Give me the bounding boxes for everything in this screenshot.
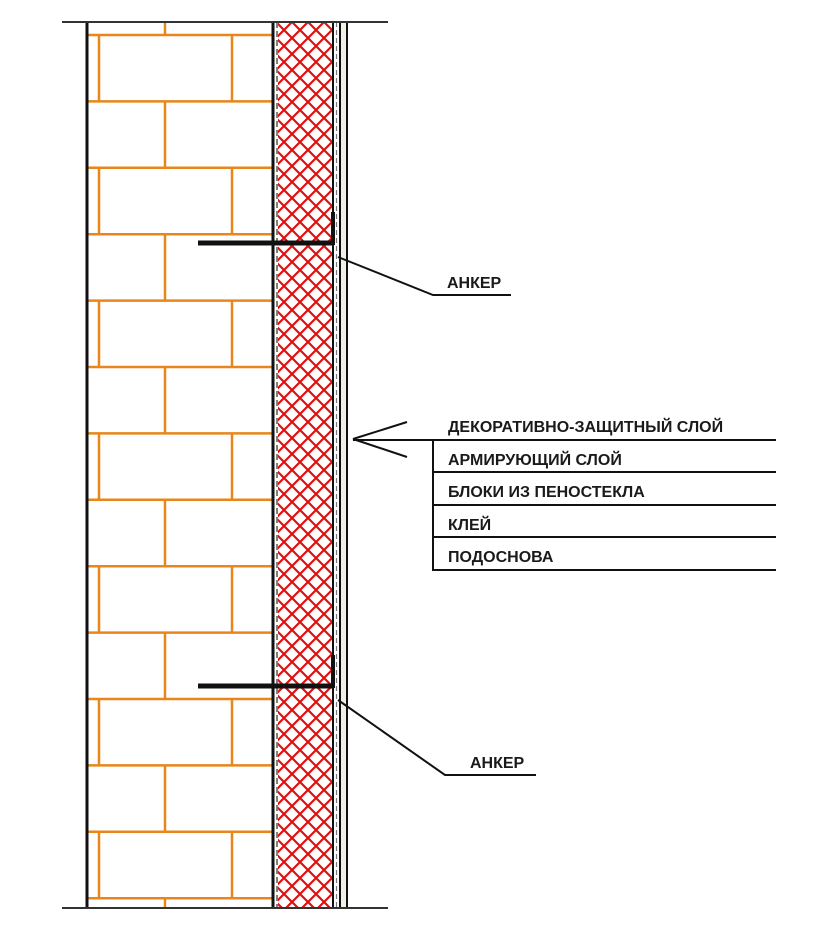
anchor-top-label: АНКЕР xyxy=(447,275,502,292)
anchor-top-leader xyxy=(337,256,511,296)
layer-label-foam-glass: БЛОКИ ИЗ ПЕНОСТЕКЛА xyxy=(448,484,645,501)
layers-callout xyxy=(352,421,776,571)
anchor-bottom xyxy=(198,655,335,689)
layer-label-glue: КЛЕЙ xyxy=(448,515,491,534)
layer-label-substrate: ПОДОСНОВА xyxy=(448,549,554,566)
arrow-head-lower xyxy=(352,438,408,458)
anchor-bottom-leader xyxy=(337,699,536,776)
anchor-top xyxy=(198,212,335,246)
brick-masonry xyxy=(88,22,272,908)
decorative-layer xyxy=(341,22,346,908)
anchor-bottom-label: АНКЕР xyxy=(470,755,525,772)
layer-label-reinforcing: АРМИРУЮЩИЙ СЛОЙ xyxy=(448,450,622,469)
foam-glass-insulation xyxy=(278,22,333,908)
layer-label-decorative: ДЕКОРАТИВНО-ЗАЩИТНЫЙ СЛОЙ xyxy=(448,417,723,436)
arrow-head-upper xyxy=(352,421,408,440)
